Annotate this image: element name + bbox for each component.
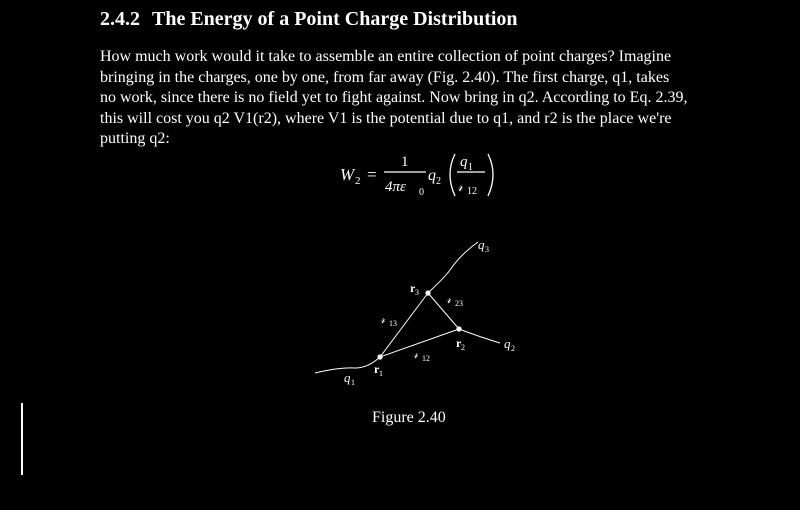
section-heading: 2.4.2 The Energy of a Point Charge Distri… — [100, 8, 518, 31]
eq-factor: q — [428, 167, 436, 184]
figure-2-40: q 1 r 1 r 3 r 2 𝓇 13 𝓇 23 𝓇 12 q 2 q 3 — [300, 225, 540, 395]
label-d12: 𝓇 — [413, 347, 419, 361]
section-title: The Energy of a Point Charge Distributio… — [152, 8, 518, 30]
label-q3-sub: 3 — [485, 245, 489, 254]
label-r2: r — [456, 336, 462, 350]
separation-12-line — [379, 328, 460, 358]
eq-lhs: W — [340, 165, 356, 184]
label-r1: r — [374, 362, 380, 376]
label-q2: q — [504, 336, 511, 351]
paragraph-line-4: this will cost you q2 V1(r2), where V1 i… — [100, 109, 672, 127]
label-q1: q — [344, 370, 351, 385]
label-d13: 𝓇 — [380, 312, 386, 326]
charge-point-3 — [425, 290, 431, 296]
label-r3: r — [410, 281, 416, 295]
q1-trajectory — [314, 356, 381, 374]
eq-inner-num-sub: 1 — [468, 162, 473, 173]
q2-trajectory — [458, 328, 501, 344]
label-q2-sub: 2 — [511, 344, 515, 353]
body-paragraph: How much work would it take to assemble … — [100, 47, 750, 150]
label-d23: 𝓇 — [446, 292, 452, 306]
label-r1-sub: 1 — [379, 369, 383, 378]
equation-w2: W 2 = 1 4πε 0 q 2 q 1 𝓇 12 — [340, 150, 540, 210]
label-d12-sub: 12 — [422, 354, 430, 363]
charge-point-1 — [377, 354, 383, 360]
paragraph-line-3: no work, since there is no field yet to … — [100, 89, 688, 106]
eq-inner-num: q — [460, 154, 468, 170]
eq-numerator: 1 — [401, 154, 409, 170]
eq-inner-den: 𝓇 — [457, 180, 464, 195]
label-q3: q — [478, 237, 485, 252]
separation-13-line — [379, 292, 429, 358]
eq-equals: = — [367, 165, 377, 184]
eq-factor-sub: 2 — [436, 176, 441, 187]
page-edge-divider — [21, 403, 23, 475]
label-r3-sub: 3 — [415, 288, 419, 297]
eq-right-paren — [487, 153, 494, 197]
eq-left-paren — [449, 153, 456, 197]
label-r2-sub: 2 — [461, 343, 465, 352]
eq-denominator-sub: 0 — [419, 187, 424, 198]
label-d13-sub: 13 — [389, 319, 397, 328]
paragraph-line-2: bringing in the charges, one by one, fro… — [100, 68, 670, 86]
eq-lhs-sub: 2 — [355, 175, 361, 187]
label-q1-sub: 1 — [351, 378, 355, 387]
eq-inner-den-sub: 12 — [467, 186, 477, 197]
section-number: 2.4.2 — [100, 8, 140, 30]
q3-trajectory — [427, 241, 479, 294]
label-d23-sub: 23 — [455, 299, 463, 308]
figure-caption: Figure 2.40 — [372, 409, 446, 426]
paragraph-line-1: How much work would it take to assemble … — [100, 48, 672, 65]
separation-23-line — [427, 292, 460, 330]
charge-point-2 — [456, 326, 462, 332]
eq-denominator: 4πε — [385, 179, 406, 195]
paragraph-line-5: putting q2: — [100, 130, 170, 147]
